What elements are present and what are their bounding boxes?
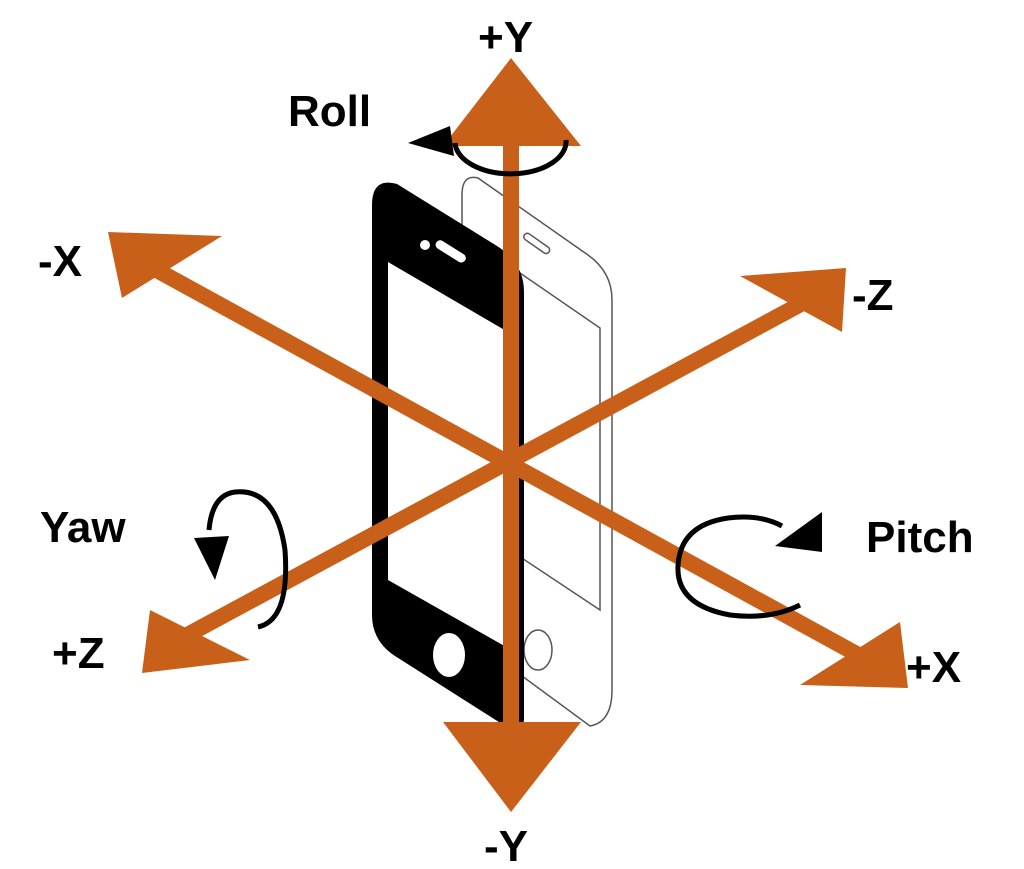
label-plus-z: +Z bbox=[52, 629, 105, 678]
phone-home-button bbox=[433, 633, 465, 677]
label-plus-x: +X bbox=[906, 643, 961, 692]
phone-speaker bbox=[435, 240, 466, 263]
label-minus-z: -Z bbox=[852, 271, 894, 320]
y-axis bbox=[443, 58, 581, 812]
yaw-arrow-icon bbox=[194, 489, 289, 630]
label-roll: Roll bbox=[288, 87, 371, 136]
label-plus-y: +Y bbox=[478, 13, 533, 62]
label-yaw: Yaw bbox=[40, 503, 126, 552]
label-minus-x: -X bbox=[38, 237, 82, 286]
arrowhead-plus-x bbox=[800, 622, 908, 688]
arrowhead-minus-x bbox=[108, 232, 222, 298]
phone-front bbox=[372, 182, 524, 729]
arrowhead-minus-y bbox=[443, 722, 581, 812]
arrowhead-plus-y bbox=[443, 58, 581, 146]
label-minus-y: -Y bbox=[484, 822, 528, 869]
arrowhead-minus-z bbox=[740, 268, 846, 332]
pitch-arrow-icon bbox=[675, 512, 822, 619]
label-pitch: Pitch bbox=[866, 513, 974, 562]
arrowhead-plus-z bbox=[142, 610, 250, 673]
phone-camera bbox=[420, 240, 430, 250]
roll-arrow-icon bbox=[408, 126, 569, 177]
